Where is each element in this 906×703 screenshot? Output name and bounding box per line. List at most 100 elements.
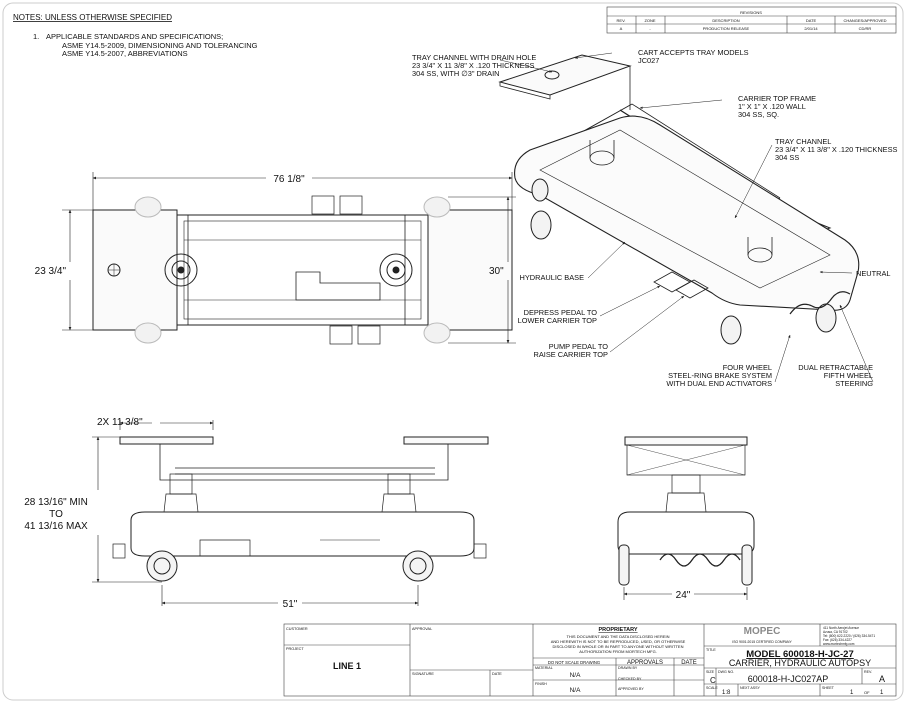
rev-cell-description: PRODUCTION RELEASE [703, 26, 750, 31]
callout-leaders [499, 52, 874, 383]
tb-description: CARRIER, HYDRAULIC AUTOPSY [729, 658, 871, 668]
tb-iso-text: ISO 9001:2015 CERTIFIED COMPANY [732, 640, 792, 644]
tb-rev-label: REV. [864, 670, 872, 674]
callout-tray-drain-3: 304 SS, WITH ∅3" DRAIN [412, 69, 500, 78]
tb-title-label: TITLE [706, 648, 716, 652]
top-view-dimensions [62, 172, 516, 344]
callout-dual-retract-3: STEERING [835, 379, 873, 388]
dim-wheelbase: 51" [283, 599, 298, 610]
callouts: TRAY CHANNEL WITH DRAIN HOLE 23 3/4" X 1… [412, 48, 898, 388]
callout-tray-drain-1: TRAY CHANNEL WITH DRAIN HOLE [412, 53, 536, 62]
tb-proprietary-2: AND HEREWITH IS NOT TO BE REPRODUCED, US… [551, 639, 686, 644]
revisions-title: REVISIONS [740, 10, 762, 15]
tb-project-value: LINE 1 [333, 661, 361, 671]
rev-header-zone: ZONE [644, 18, 655, 23]
tb-proprietary-3: DISCLOSED IN WHOLE OR IN PART TO ANYONE … [553, 644, 684, 649]
top-view [92, 195, 513, 345]
tb-model: MODEL 600018-H-JC-27 [746, 649, 854, 660]
tb-company: MOPEC [744, 626, 781, 637]
notes-item-text: APPLICABLE STANDARDS AND SPECIFICATIONS; [46, 32, 223, 41]
dim-end-width: 24" [676, 590, 691, 601]
tb-scale-value: 1:8 [722, 690, 731, 696]
callout-four-wheel-3: WITH DUAL END ACTIVATORS [666, 379, 772, 388]
side-view-dimensions [92, 420, 419, 606]
dim-outer-width: 30" [489, 266, 504, 277]
tb-checked-by: CHECKED BY [618, 677, 642, 681]
tb-dwg-value: 600018-H-JC027AP [748, 674, 829, 684]
tb-finish-value: N/A [570, 687, 582, 694]
title-block-grid [283, 623, 897, 697]
callout-carrier-frame-2: 1" X 1" X .120 WALL [738, 102, 806, 111]
notes-standard-2: ASME Y14.5-2007, ABBREVIATIONS [62, 49, 188, 58]
callout-tray-drain-2: 23 3/4" X 11 3/8" X .120 THICKNESS [412, 61, 535, 70]
rev-cell-changes: CD/RR [859, 26, 872, 31]
tb-rev-value: A [879, 674, 885, 684]
dim-length: 76 1/8" [273, 174, 305, 185]
tb-scale-label: SCALE [706, 686, 718, 690]
rev-header-rev: REV. [617, 18, 626, 23]
callout-cart-accepts-1: CART ACCEPTS TRAY MODELS [638, 48, 749, 57]
rev-header-changes: CHANGES/APPROVED [843, 18, 886, 23]
callout-four-wheel-1: FOUR WHEEL [723, 363, 772, 372]
rev-header-description: DESCRIPTION [712, 18, 739, 23]
callout-tray-channel-2: 23 3/4" X 11 3/8" X .120 THICKNESS [775, 145, 898, 154]
tb-sheet-value: 1 [850, 690, 854, 696]
tb-do-not-scale: DO NOT SCALE DRAWING [548, 660, 600, 665]
revisions-table [606, 6, 897, 34]
callout-hydraulic-base: HYDRAULIC BASE [520, 273, 585, 282]
tb-approvals: APPROVALS [627, 660, 663, 666]
tb-date-col: DATE [681, 660, 697, 666]
revisions-text: REVISIONS REV. ZONE DESCRIPTION DATE CHA… [617, 10, 887, 31]
tb-address-5: www.mortechmfg.com [823, 642, 855, 646]
tb-sheet-label: SHEET [822, 686, 835, 690]
notes-standard-1: ASME Y14.5-2009, DIMENSIONING AND TOLERA… [62, 41, 258, 50]
tb-next-assy: NEXT ASSY [740, 686, 761, 690]
tb-finish-label: FINISH [535, 682, 547, 686]
rev-header-date: DATE [806, 18, 817, 23]
dim-height-max: 41 13/16 MAX [24, 521, 88, 532]
tb-sheet-total: 1 [880, 690, 884, 696]
callout-cart-accepts-2: JC027 [638, 56, 659, 65]
tb-date-label: DATE [492, 672, 502, 676]
side-view [112, 436, 489, 582]
tb-proprietary-1: THIS DOCUMENT AND THE DATA DISCLOSED HER… [566, 634, 669, 639]
tb-proprietary-title: PROPRIETARY [598, 627, 637, 633]
notes-block: NOTES: UNLESS OTHERWISE SPECIFIED 1. APP… [13, 13, 258, 58]
dim-tray: 2X 11 3/8" [97, 417, 143, 428]
tb-approved-by: APPROVED BY [618, 687, 644, 691]
rev-cell-zone: - [649, 26, 651, 31]
tb-address-1: 411 North Aerojet Avenue [823, 626, 859, 630]
tb-drawn-by: DRAWN BY [618, 666, 638, 670]
callout-dual-retract-1: DUAL RETRACTABLE [798, 363, 873, 372]
callout-tray-channel-1: TRAY CHANNEL [775, 137, 831, 146]
title-block-text: CUSTOMER APPROVAL PROJECT LINE 1 SIGNATU… [286, 626, 885, 696]
tb-size-value: C [710, 676, 716, 685]
callout-carrier-frame-1: CARRIER TOP FRAME [738, 94, 816, 103]
notes-header: NOTES: UNLESS OTHERWISE SPECIFIED [13, 13, 172, 22]
tb-material-label: MATERIAL [535, 666, 553, 670]
callout-tray-channel-3: 304 SS [775, 153, 799, 162]
tb-proprietary-4: AUTHORIZATION FROM MORTECH MFG. [579, 649, 657, 654]
callout-dual-retract-2: FIFTH WHEEL [824, 371, 873, 380]
tb-customer-label: CUSTOMER [286, 627, 308, 631]
dim-width: 23 3/4" [35, 266, 67, 277]
callout-depress-pedal-1: DEPRESS PEDAL TO [524, 308, 598, 317]
tb-address-3: Tel: (800) 622-2220 / (626) 334-5471 [823, 634, 875, 638]
tb-approval-label: APPROVAL [412, 627, 432, 631]
tb-size-label: SIZE [706, 670, 715, 674]
rev-cell-date: 2/01/14 [804, 26, 818, 31]
tb-project-label: PROJECT [286, 647, 304, 651]
callout-neutral: NEUTRAL [856, 269, 891, 278]
end-view-dimensions [623, 587, 748, 600]
rev-cell-rev: A [620, 26, 623, 31]
tb-sheet-of: OF [864, 690, 870, 695]
callout-pump-pedal-2: RAISE CARRIER TOP [534, 350, 609, 359]
tb-address-4: Fax: (626) 334-4227 [823, 638, 852, 642]
tb-dwg-label: DWG NO. [718, 670, 734, 674]
tb-signature-label: SIGNATURE [412, 672, 434, 676]
dim-height-to: TO [49, 509, 63, 520]
end-view [617, 436, 755, 586]
callout-carrier-frame-3: 304 SS, SQ. [738, 110, 779, 119]
